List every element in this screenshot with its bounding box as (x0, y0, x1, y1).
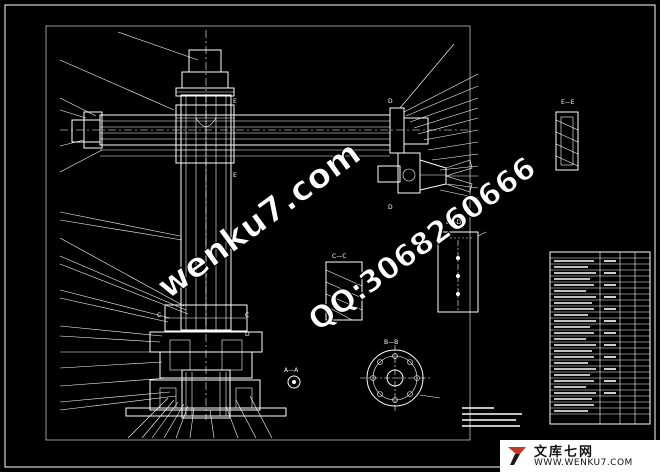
brand-name: 文库七网 (534, 445, 595, 460)
technical-notes (462, 407, 522, 427)
footer-brand: 文库七网 WWW.WENKU7.COM (500, 440, 660, 472)
parts-list-table (549, 251, 651, 425)
horizontal-arm (60, 111, 470, 157)
cut-mark-d-lower: D (245, 331, 250, 338)
section-d-d (437, 231, 487, 313)
cut-mark-c-right: C (245, 312, 249, 319)
watermark-site: wenku7.com (150, 133, 368, 307)
vertical-column (180, 30, 232, 420)
base (125, 369, 287, 419)
cut-mark-d-top: D (388, 98, 393, 105)
cut-mark-e-mid: E (233, 172, 237, 179)
section-a-a (287, 375, 301, 389)
section-b-b (360, 345, 441, 411)
label-b-b: B—B (384, 339, 398, 346)
label-e-e: E—E (561, 99, 575, 106)
leader-lines-left (59, 31, 199, 411)
label-d-d: D—D (446, 219, 462, 226)
brand-url[interactable]: WWW.WENKU7.COM (534, 458, 633, 468)
parts-list-rows (550, 257, 650, 415)
cut-mark-c-left: C (157, 312, 161, 319)
label-c-c: C—C (332, 253, 346, 260)
section-e-e (555, 111, 579, 171)
top-motor (175, 49, 235, 97)
section-c-c (325, 261, 363, 321)
label-a-a: A—A (284, 367, 299, 374)
sheet-border (4, 4, 656, 468)
lower-clamp (149, 304, 263, 379)
main-view-frame (45, 25, 471, 441)
gripper-assembly (377, 107, 473, 194)
leader-lines-bottom (127, 395, 273, 439)
cut-mark-e-top: E (233, 98, 237, 105)
carriage-block (175, 104, 235, 164)
parts-list-text-strokes (554, 260, 616, 412)
cut-mark-d-bottom: D (388, 204, 393, 211)
brand-logo-icon (508, 447, 526, 465)
leader-lines-right (399, 43, 479, 199)
